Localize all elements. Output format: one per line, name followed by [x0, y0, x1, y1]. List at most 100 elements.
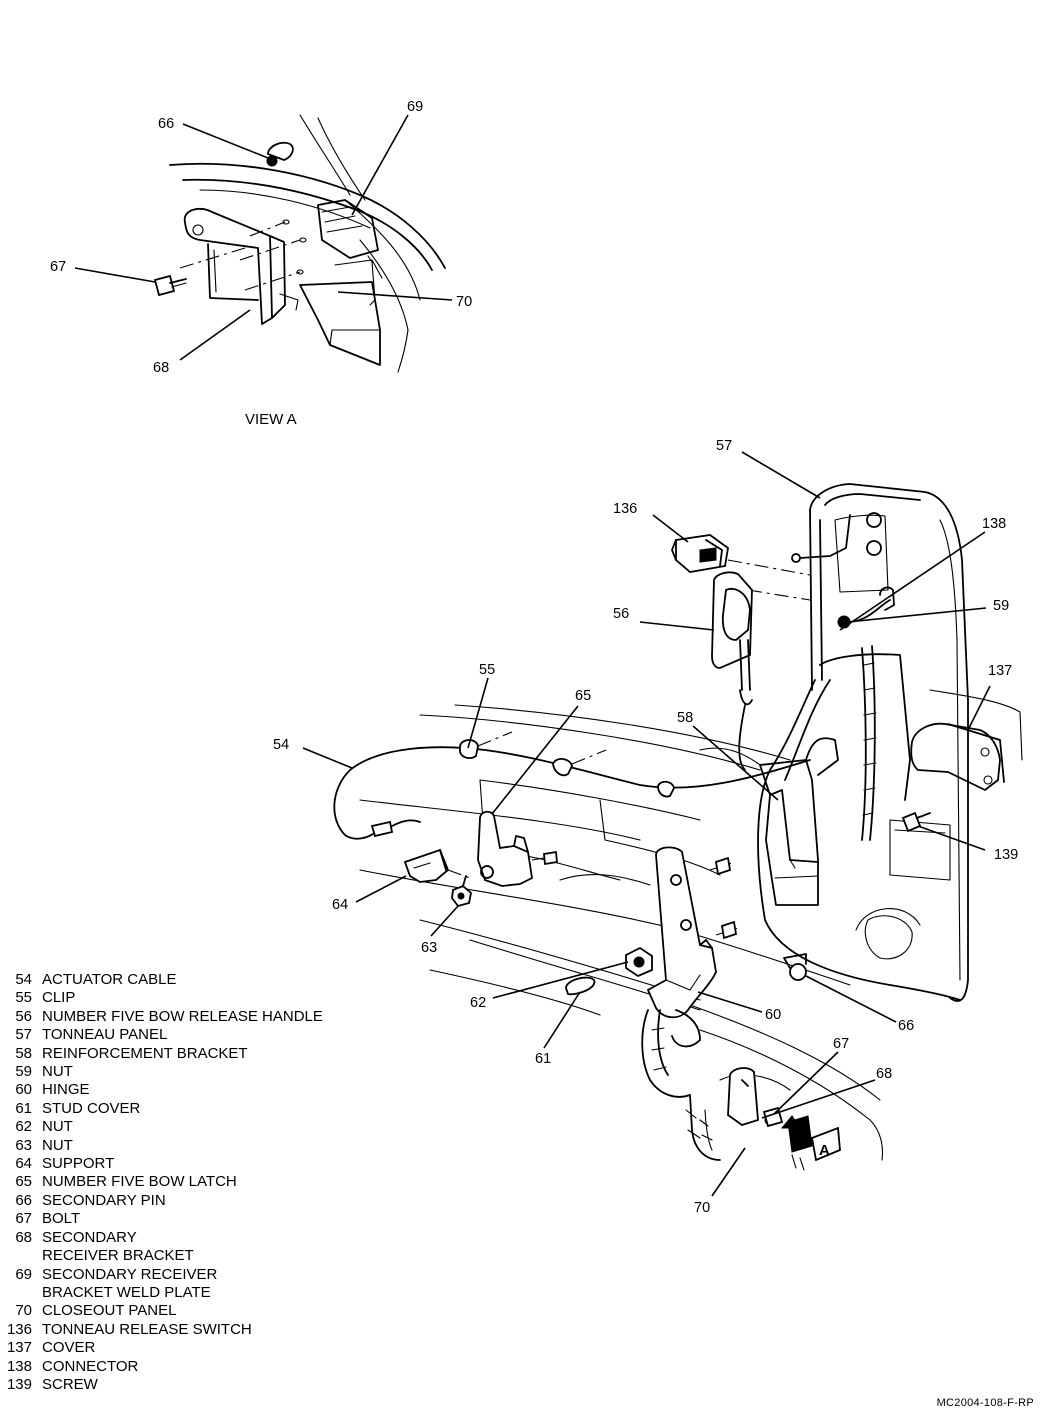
callout-54: 54 — [273, 737, 289, 753]
legend-row: 70 CLOSEOUT PANEL — [0, 1302, 420, 1320]
legend-part-name: SECONDARY — [42, 1228, 137, 1246]
legend-part-number: 68 — [15, 1228, 32, 1246]
legend-part-number: 69 — [15, 1265, 32, 1283]
legend-row: 60 HINGE — [0, 1081, 420, 1099]
legend-part-number: 58 — [15, 1044, 32, 1062]
callout-137: 137 — [988, 663, 1012, 679]
callout-64: 64 — [332, 897, 348, 913]
callout-59: 59 — [993, 598, 1009, 614]
legend-part-name: SECONDARY PIN — [42, 1191, 166, 1209]
callout-63: 63 — [421, 940, 437, 956]
legend-part-number: 55 — [15, 989, 32, 1007]
legend-part-name: CLOSEOUT PANEL — [42, 1302, 177, 1320]
legend-part-number: 57 — [15, 1026, 32, 1044]
legend-row: 65 NUMBER FIVE BOW LATCH — [0, 1173, 420, 1191]
legend-part-name: ACTUATOR CABLE — [42, 971, 177, 988]
legend-part-number: 136 — [6, 1320, 32, 1338]
legend-part-number: 63 — [15, 1136, 32, 1154]
legend-row: 54 ACTUATOR CABLE — [0, 971, 420, 989]
legend-row: BRACKET WELD PLATE — [0, 1284, 420, 1302]
legend-part-name: CLIP — [42, 989, 76, 1007]
legend-row: 62 NUT — [0, 1118, 420, 1136]
callout-62: 62 — [470, 995, 486, 1011]
legend-row: 63 NUT — [0, 1137, 420, 1155]
legend-part-number: 70 — [15, 1302, 32, 1320]
legend-part-number: 60 — [15, 1081, 32, 1099]
legend-row: 139 SCREW — [0, 1376, 420, 1394]
legend-part-number: 62 — [15, 1118, 32, 1136]
legend-row: 55 CLIP — [0, 989, 420, 1007]
callout-70-main: 70 — [694, 1200, 710, 1216]
legend-part-name: TONNEAU RELEASE SWITCH — [42, 1320, 252, 1338]
callout-61: 61 — [535, 1051, 551, 1067]
legend-part-name: REINFORCEMENT BRACKET — [42, 1044, 248, 1062]
legend-part-number: 65 — [15, 1173, 32, 1191]
legend-part-number: 56 — [15, 1007, 32, 1025]
legend-part-number: 67 — [15, 1210, 32, 1228]
legend-part-number: 139 — [6, 1375, 32, 1393]
callout-69: 69 — [407, 99, 423, 115]
legend-part-name: SCREW — [42, 1375, 98, 1393]
legend-part-number: 137 — [6, 1339, 32, 1357]
legend-row: 59 NUT — [0, 1063, 420, 1081]
legend-row: 136 TONNEAU RELEASE SWITCH — [0, 1321, 420, 1339]
legend-part-name: BOLT — [42, 1210, 81, 1228]
legend-part-name: TONNEAU PANEL — [42, 1026, 168, 1044]
callout-138: 138 — [982, 516, 1006, 532]
legend-row: 64 SUPPORT — [0, 1155, 420, 1173]
legend-part-name: CONNECTOR — [42, 1357, 139, 1375]
legend-row: 57 TONNEAU PANEL — [0, 1026, 420, 1044]
legend-part-name: RECEIVER BRACKET — [42, 1247, 194, 1265]
callout-57: 57 — [716, 438, 732, 454]
legend-part-name: BRACKET WELD PLATE — [42, 1283, 211, 1301]
callout-67-view: 67 — [50, 259, 66, 275]
figure-code: MC2004-108-F-RP — [936, 1397, 1034, 1409]
legend-part-number: 54 — [15, 971, 32, 988]
legend-part-number — [0, 1284, 42, 1302]
legend-part-name: NUMBER FIVE BOW LATCH — [42, 1173, 237, 1191]
legend-part-number: 59 — [15, 1063, 32, 1081]
callout-139: 139 — [994, 847, 1018, 863]
callout-68-view: 68 — [153, 360, 169, 376]
legend-part-name: HINGE — [42, 1081, 90, 1099]
callout-66-view: 66 — [158, 116, 174, 132]
legend-part-name: NUT — [42, 1118, 73, 1136]
legend-part-number: 61 — [15, 1099, 32, 1117]
legend-row: 66 SECONDARY PIN — [0, 1192, 420, 1210]
legend-part-name: COVER — [42, 1339, 96, 1357]
legend-part-number: 138 — [6, 1357, 32, 1375]
callout-55: 55 — [479, 662, 495, 678]
legend-part-name: NUT — [42, 1063, 73, 1081]
legend-row: 138 CONNECTOR — [0, 1358, 420, 1376]
legend-part-name: SECONDARY RECEIVER — [42, 1265, 218, 1283]
legend-part-name: STUD COVER — [42, 1099, 141, 1117]
legend-row: 67 BOLT — [0, 1210, 420, 1228]
legend-row: RECEIVER BRACKET — [0, 1247, 420, 1265]
view-a-detail: 66 69 67 68 70 VIEW A — [50, 99, 472, 428]
legend-row: 58 REINFORCEMENT BRACKET — [0, 1045, 420, 1063]
callout-68-main: 68 — [876, 1066, 892, 1082]
legend-row: 68 SECONDARY — [0, 1229, 420, 1247]
callout-70-view: 70 — [456, 294, 472, 310]
callout-56: 56 — [613, 606, 629, 622]
callout-58: 58 — [677, 710, 693, 726]
legend-part-name: NUT — [42, 1136, 73, 1154]
legend-row: 61 STUD COVER — [0, 1100, 420, 1118]
legend-part-name: SUPPORT — [42, 1155, 115, 1173]
legend-row: 137 COVER — [0, 1339, 420, 1357]
view-a-label: VIEW A — [245, 411, 297, 428]
callout-136: 136 — [613, 501, 637, 517]
callout-66-main: 66 — [898, 1018, 914, 1034]
view-arrow-label: A — [819, 1142, 830, 1159]
callout-67-main: 67 — [833, 1036, 849, 1052]
main-assembly: A 54 55 56 57 58 59 60 61 62 63 64 — [273, 438, 1023, 1216]
callout-65: 65 — [575, 688, 591, 704]
legend-part-number — [0, 1247, 42, 1265]
legend-part-number: 66 — [15, 1191, 32, 1209]
legend-row: 69 SECONDARY RECEIVER — [0, 1266, 420, 1284]
callout-60: 60 — [765, 1007, 781, 1023]
legend-part-number: 64 — [15, 1155, 32, 1173]
